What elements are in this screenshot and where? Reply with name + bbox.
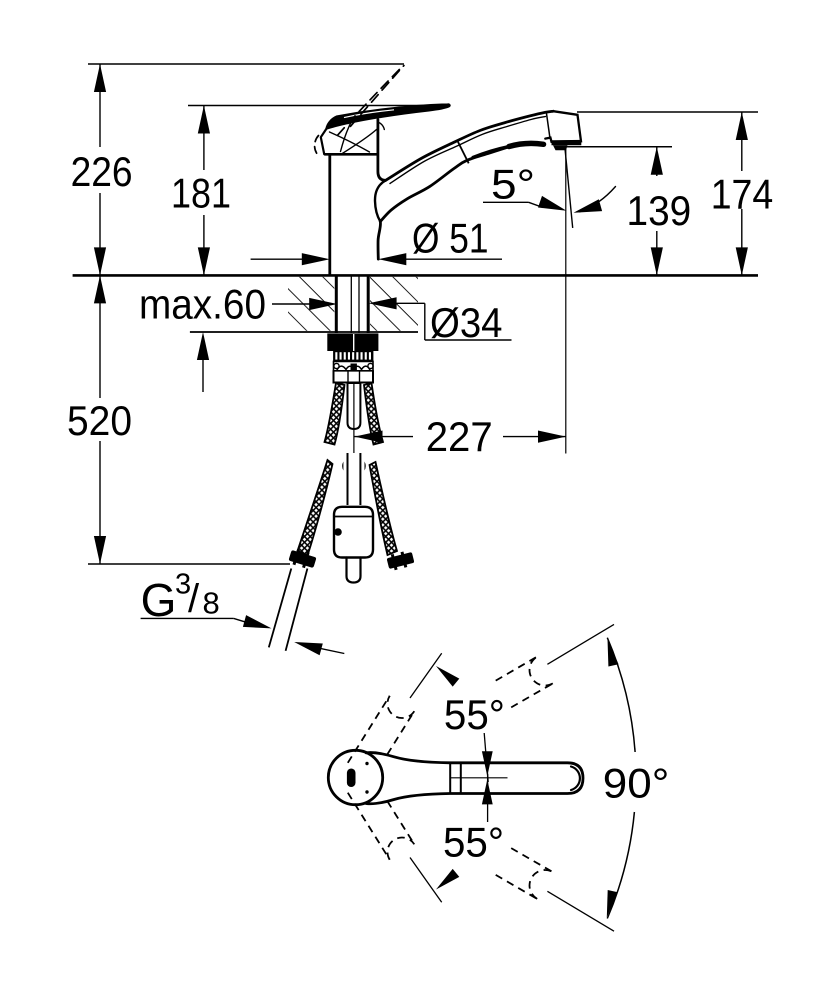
svg-text:8: 8 [203,586,220,621]
svg-text:3: 3 [175,569,191,601]
svg-text:139: 139 [627,187,692,234]
svg-text:520: 520 [67,397,132,444]
svg-text:226: 226 [71,148,133,195]
svg-text:55°: 55° [443,818,504,865]
svg-text:55°: 55° [444,691,505,738]
svg-text:174: 174 [711,171,774,218]
svg-text:90°: 90° [603,760,670,807]
svg-text:181: 181 [171,170,231,217]
svg-text:5°: 5° [491,161,535,208]
svg-text:Ø 51: Ø 51 [412,215,489,262]
svg-text:G: G [141,574,177,626]
svg-text:Ø34: Ø34 [430,299,503,346]
svg-text:max.60: max.60 [139,281,266,328]
svg-text:/: / [188,577,200,621]
svg-text:227: 227 [426,413,493,460]
